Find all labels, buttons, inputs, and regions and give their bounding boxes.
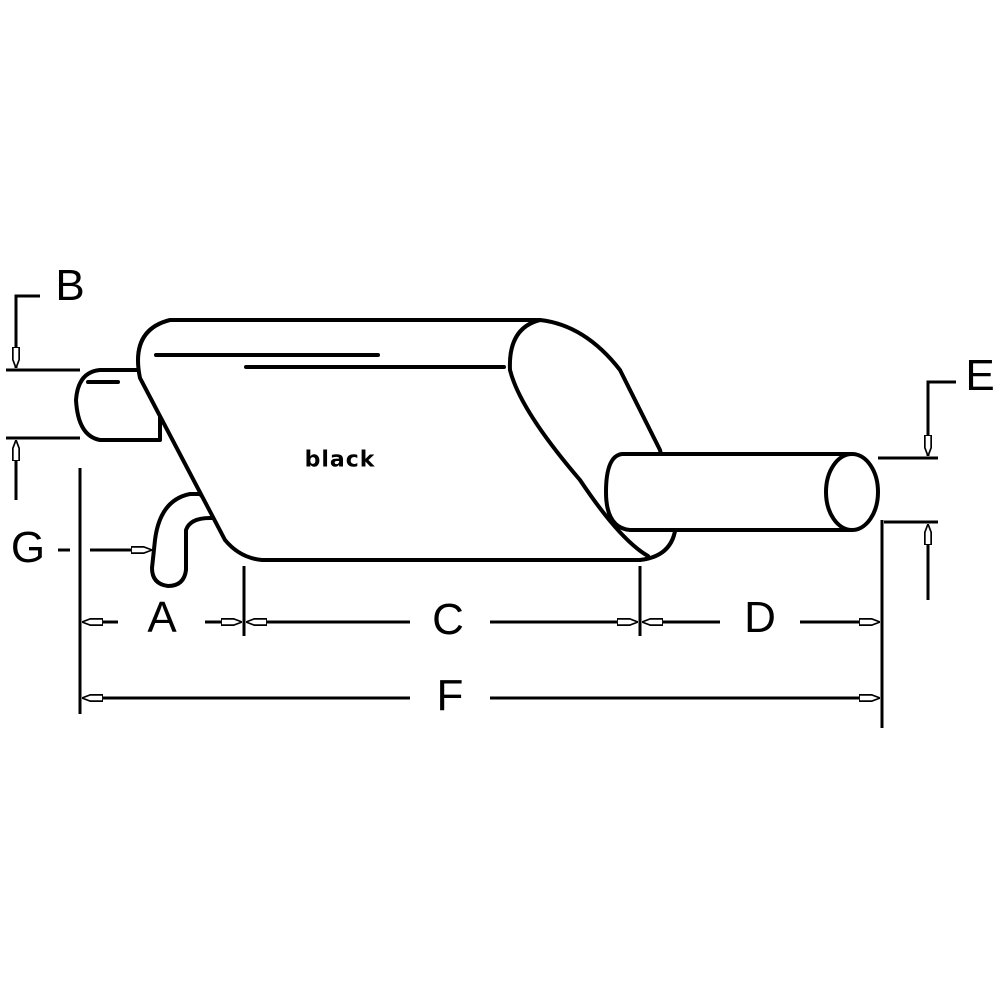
- label-a: A: [141, 596, 183, 640]
- label-g: G: [4, 526, 52, 570]
- extension-lines: [78, 468, 884, 728]
- muffler-body: [136, 318, 678, 562]
- dimension-b: [6, 294, 80, 500]
- label-b: B: [49, 264, 91, 308]
- dimension-e: [878, 380, 956, 600]
- body-note-label: black: [304, 447, 376, 473]
- label-d: D: [738, 596, 782, 640]
- inlet-pipe: [74, 368, 162, 442]
- label-f: F: [430, 674, 470, 718]
- label-e: E: [959, 354, 1000, 398]
- outlet-pipe: [604, 452, 880, 532]
- hanger-bracket: [150, 492, 224, 588]
- label-c: C: [426, 598, 470, 642]
